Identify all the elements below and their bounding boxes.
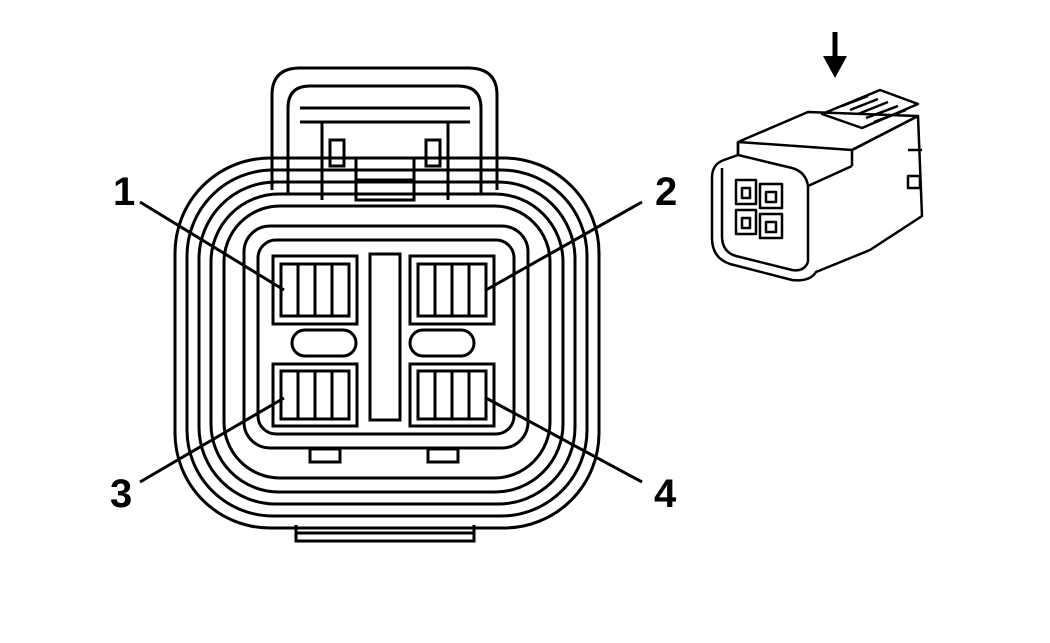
connector-face [173, 66, 601, 543]
leader-line-4 [485, 396, 643, 484]
leader-line-1 [139, 200, 285, 292]
terminal-2 [408, 254, 496, 326]
pin-label-3: 3 [110, 472, 132, 516]
terminal-3 [271, 362, 359, 428]
connector-thumbnail [710, 88, 924, 282]
outer-housing-rings [173, 156, 601, 530]
pin-label-2: 2 [655, 170, 677, 214]
terminal-4 [408, 362, 496, 428]
pin-label-1: 1 [113, 170, 135, 214]
bottom-tab [294, 525, 476, 543]
down-arrow-icon [823, 32, 847, 78]
inner-face [242, 224, 530, 464]
pin-label-4: 4 [654, 472, 677, 516]
latch-housing [270, 66, 499, 202]
leader-line-2 [485, 200, 643, 292]
leader-lines [139, 200, 643, 484]
terminal-1 [271, 254, 359, 326]
leader-line-3 [139, 396, 285, 484]
